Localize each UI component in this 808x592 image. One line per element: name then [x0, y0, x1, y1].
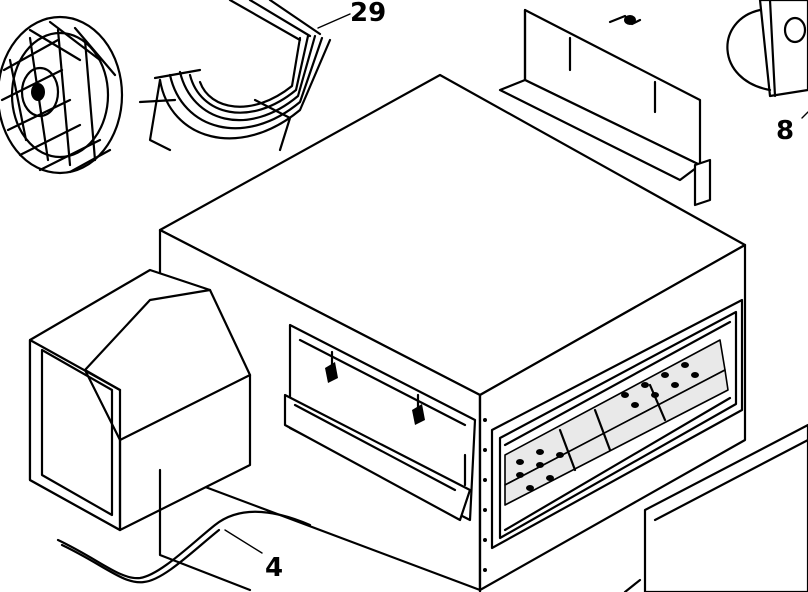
callout-fan: 29 [350, 0, 387, 28]
top-damper-panel [498, 8, 712, 207]
bottom-right-panel [623, 423, 808, 592]
heating-element-assembly [138, 0, 351, 152]
bottom-cable [56, 510, 312, 584]
callout-motor: 8 [776, 116, 795, 146]
conveyor-opening [483, 298, 744, 572]
side-duct [28, 268, 252, 592]
callout-bottom: 4 [265, 553, 284, 583]
blower-motor [726, 0, 808, 119]
blower-wheel [0, 15, 124, 175]
front-access-panel [283, 323, 477, 522]
